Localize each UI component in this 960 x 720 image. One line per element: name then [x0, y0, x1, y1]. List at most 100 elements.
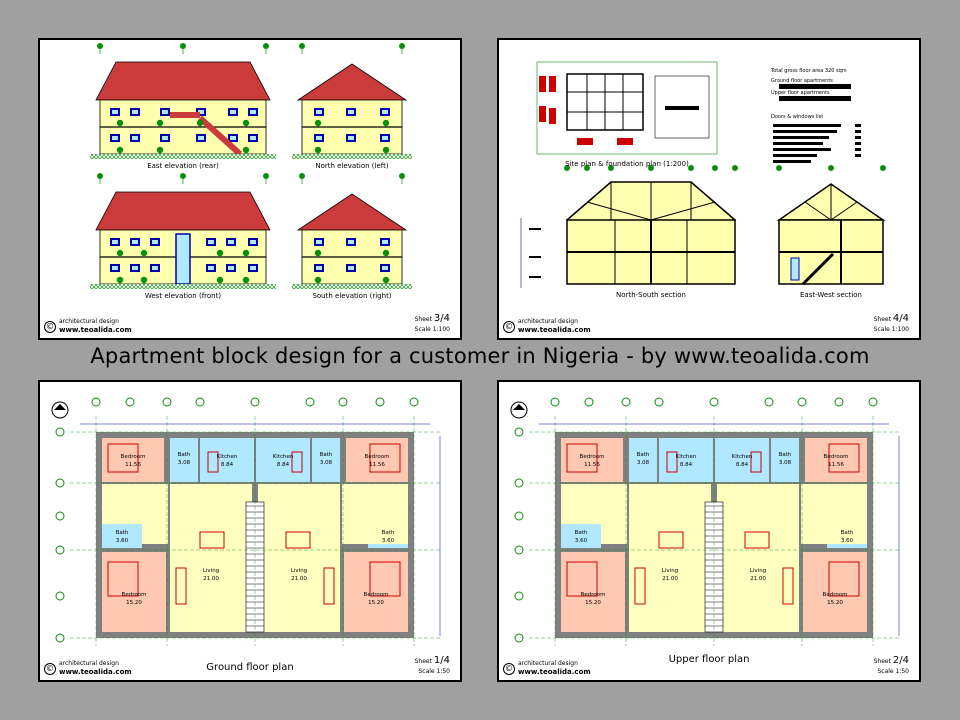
room-bedroom-b-name: Bedroom [823, 592, 848, 598]
room-bath-a-name: Bath [178, 452, 191, 458]
room-bath-b-name: Bath [116, 530, 129, 536]
room-living-name: Living [291, 568, 307, 574]
sheet-scale: Scale 1:50 [418, 668, 450, 675]
sheet-site-sections: Site plan & foundation plan (1:200) Nort… [497, 38, 921, 340]
room-bedroom-a-name: Bedroom [121, 454, 146, 460]
website-label: www.teoalida.com [59, 668, 132, 676]
sheet-info: Sheet 1/4 Scale 1:50 [415, 656, 450, 677]
west-elevation [90, 172, 276, 289]
title-block: © architectural design www.teoalida.com [503, 660, 591, 677]
room-bath-a-name: Bath [637, 452, 650, 458]
room-bath-b-name: Bath [382, 530, 395, 536]
room-bedroom-b-name: Bedroom [581, 592, 606, 598]
room-bedroom-b-area: 15.20 [585, 600, 601, 606]
room-bedroom-b-name: Bedroom [364, 592, 389, 598]
site-plan [536, 61, 718, 155]
caption-ns-section: North-South section [616, 291, 686, 299]
title-block: © architectural design www.teoalida.com [44, 660, 132, 677]
room-living-name: Living [750, 568, 766, 574]
site-sections-drawing [520, 61, 886, 288]
room-kitchen-area: 8.84 [680, 462, 693, 468]
website-label: www.teoalida.com [59, 326, 132, 334]
caption-north: North elevation (left) [315, 162, 389, 170]
room-kitchen-area: 8.84 [221, 462, 234, 468]
website-label: www.teoalida.com [518, 668, 591, 676]
caption-ew-section: East-West section [800, 291, 862, 299]
sheet-info: Sheet 2/4 Scale 1:50 [874, 656, 909, 677]
sheet-number: 3/4 [433, 313, 450, 324]
sheet-label: Sheet [873, 658, 891, 665]
room-bath-b-name: Bath [575, 530, 588, 536]
info-ground-floor: Ground floor apartments [771, 78, 833, 84]
caption-west: West elevation (front) [144, 292, 222, 300]
room-bath-b-area: 3.60 [382, 538, 395, 544]
room-bath-b-area: 3.60 [841, 538, 854, 544]
room-bath-a-area: 3.08 [779, 460, 792, 466]
sheet-scale: Scale 1:50 [877, 668, 909, 675]
room-bath-a-area: 3.08 [637, 460, 650, 466]
room-bath-b-name: Bath [841, 530, 854, 536]
room-bedroom-a-area: 11.56 [828, 462, 844, 468]
room-bedroom-b-area: 15.20 [827, 600, 843, 606]
room-living-area: 21.00 [662, 576, 678, 582]
sheet-number: 4/4 [892, 313, 909, 324]
room-kitchen-area: 8.84 [277, 462, 290, 468]
sheet-info: Sheet 4/4 Scale 1:100 [874, 314, 909, 335]
caption-site-plan: Site plan & foundation plan (1:200) [565, 160, 689, 168]
company-label: architectural design [518, 318, 578, 325]
north-south-section [520, 165, 738, 288]
room-bedroom-a-area: 11.56 [584, 462, 600, 468]
sheet-label: Sheet [873, 316, 891, 323]
copyright-icon: © [503, 662, 515, 675]
east-elevation [90, 42, 276, 159]
site-info [773, 84, 861, 163]
sheet-elevations: East elevation (rear) North elevation (l… [38, 38, 462, 340]
room-living-area: 21.00 [203, 576, 219, 582]
sheet-scale: Scale 1:100 [873, 326, 909, 333]
east-west-section [776, 165, 886, 286]
sheet-label: Sheet [414, 658, 432, 665]
title-block: © architectural design www.teoalida.com [44, 318, 132, 335]
caption-upper-floor: Upper floor plan [668, 654, 750, 665]
room-bath-a-area: 3.08 [178, 460, 191, 466]
room-bedroom-a-name: Bedroom [824, 454, 849, 460]
room-bedroom-a-name: Bedroom [365, 454, 390, 460]
info-doors-windows: Doors & windows list [771, 114, 824, 120]
title-block: © architectural design www.teoalida.com [503, 318, 591, 335]
room-living-area: 21.00 [750, 576, 766, 582]
copyright-icon: © [44, 320, 56, 333]
room-bedroom-b-name: Bedroom [122, 592, 147, 598]
room-living-area: 21.00 [291, 576, 307, 582]
company-label: architectural design [59, 318, 119, 325]
elevations-drawing [90, 42, 412, 289]
sheet-number: 2/4 [892, 655, 909, 666]
caption-east: East elevation (rear) [147, 162, 219, 170]
room-bath-a-name: Bath [320, 452, 333, 458]
copyright-icon: © [503, 320, 515, 333]
room-bedroom-a-name: Bedroom [580, 454, 605, 460]
room-kitchen-name: Kitchen [217, 454, 238, 460]
room-kitchen-area: 8.84 [736, 462, 749, 468]
sheet-label: Sheet [414, 316, 432, 323]
south-elevation [292, 172, 412, 289]
room-bedroom-a-area: 11.56 [369, 462, 385, 468]
caption-ground-floor: Ground floor plan [206, 662, 294, 673]
room-living-name: Living [203, 568, 219, 574]
copyright-icon: © [44, 662, 56, 675]
info-upper-floor: Upper floor apartments [771, 90, 830, 96]
caption-south: South elevation (right) [312, 292, 392, 300]
sheet-number: 1/4 [433, 655, 450, 666]
room-bath-b-area: 3.60 [575, 538, 588, 544]
room-kitchen-name: Kitchen [273, 454, 294, 460]
company-label: architectural design [59, 660, 119, 667]
room-bath-b-area: 3.60 [116, 538, 129, 544]
company-label: architectural design [518, 660, 578, 667]
north-elevation [292, 42, 412, 159]
room-bath-a-name: Bath [779, 452, 792, 458]
room-bath-a-area: 3.08 [320, 460, 333, 466]
website-label: www.teoalida.com [518, 326, 591, 334]
room-living-name: Living [662, 568, 678, 574]
